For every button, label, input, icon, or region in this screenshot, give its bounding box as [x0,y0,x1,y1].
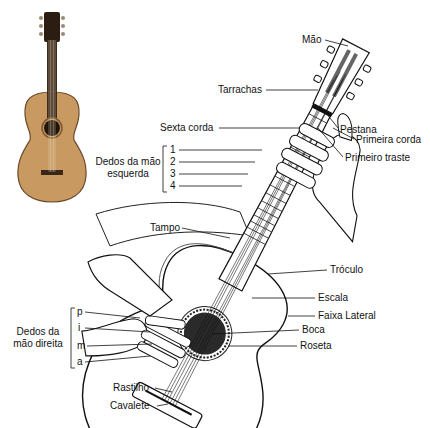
part-label: Tróculo [330,264,363,276]
group-label: Dedos da mão esquerda [95,156,161,180]
finger-letter: m [77,340,85,352]
leader-lines [71,40,354,406]
part-label: Tampo [150,222,180,234]
part-label: Boca [302,324,325,336]
part-label: Mão [302,34,321,46]
finger-letter: i [78,322,80,334]
finger-letter: p [77,306,83,318]
part-label: Cavalete [110,400,149,412]
finger-number: 4 [170,180,176,192]
finger-number: 1 [170,144,176,156]
part-label: Faixa Lateral [318,310,376,322]
big-guitar [35,0,430,428]
part-label: Primeiro traste [345,152,410,164]
finger-letter: a [77,356,83,368]
finger-number: 3 [170,168,176,180]
part-label: Primeira corda [356,134,421,146]
part-label: Roseta [300,340,332,352]
finger-number: 2 [170,156,176,168]
part-label: Sexta corda [160,122,213,134]
small-guitar [18,12,86,202]
part-label: Escala [318,292,348,304]
group-label: Dedos da mão direita [8,326,68,350]
part-label: Rastilho [113,382,149,394]
part-label: Tarrachas [218,84,262,96]
